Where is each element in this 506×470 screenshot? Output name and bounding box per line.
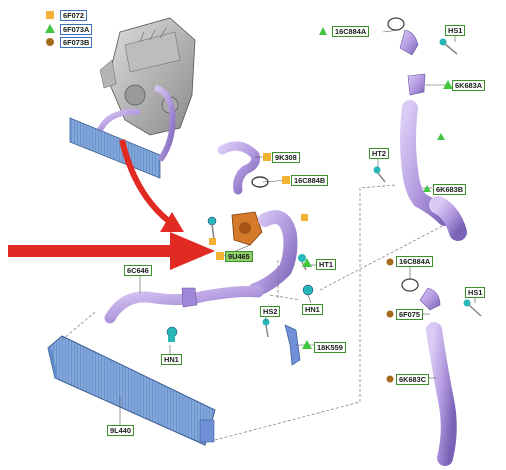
hose-9k308 bbox=[217, 141, 260, 195]
label-hs1-top: HS1 bbox=[445, 25, 466, 36]
label-9k308: 9K308 bbox=[272, 152, 300, 163]
marker-square-icon bbox=[263, 153, 271, 161]
bolt-left bbox=[207, 216, 217, 241]
label-6k683b: 6K683B bbox=[433, 184, 467, 195]
marker-square-icon bbox=[216, 252, 224, 260]
label-9l440: 9L440 bbox=[107, 425, 134, 436]
label-6k683a: 6K683A bbox=[452, 80, 486, 91]
big-red-arrow bbox=[8, 232, 215, 270]
legend-marker-square-icon bbox=[46, 11, 54, 19]
label-6k683c: 6K683C bbox=[396, 374, 430, 385]
right-lower-assembly bbox=[401, 278, 482, 466]
label-6c646: 6C646 bbox=[124, 265, 152, 276]
legend-marker-triangle-icon bbox=[45, 24, 55, 33]
label-16c884b: 16C884B bbox=[291, 175, 329, 186]
bracket-18k559 bbox=[284, 324, 301, 366]
small-intercooler-illustration bbox=[69, 85, 176, 179]
marker-triangle-icon bbox=[302, 258, 312, 267]
part-9u465 bbox=[231, 211, 263, 246]
clamp-16c884b bbox=[251, 176, 269, 188]
label-ht1: HT1 bbox=[316, 259, 336, 270]
label-18k559: 18K559 bbox=[314, 342, 346, 353]
marker-triangle-icon bbox=[443, 80, 453, 89]
legend-marker-dot-icon bbox=[46, 38, 54, 46]
legend-item-6f073a: 6F073A bbox=[60, 24, 93, 35]
hose-6c646 bbox=[104, 286, 264, 324]
label-hn1-left: HN1 bbox=[161, 354, 182, 365]
right-upper-assembly bbox=[359, 17, 467, 250]
clip-hn1-left bbox=[166, 326, 178, 342]
legend-item-6f073b: 6F073B bbox=[60, 37, 93, 48]
label-hs1-low: HS1 bbox=[465, 287, 486, 298]
intercooler-9l440 bbox=[47, 335, 216, 446]
label-16c884a-low: 16C884A bbox=[396, 256, 434, 267]
label-ht2: HT2 bbox=[369, 148, 389, 159]
curved-red-arrowhead bbox=[160, 212, 184, 232]
central-pipe bbox=[248, 210, 298, 297]
inline-markers bbox=[209, 27, 445, 383]
label-16c884a-top: 16C884A bbox=[332, 26, 370, 37]
curved-red-arrow bbox=[119, 139, 172, 225]
hose-coupler bbox=[181, 287, 198, 308]
assembly-dashed-lines bbox=[61, 221, 451, 441]
label-9u465: 9U465 bbox=[225, 251, 253, 262]
marker-triangle-icon bbox=[302, 340, 312, 349]
marker-square-icon bbox=[282, 176, 290, 184]
label-hs2: HS2 bbox=[260, 306, 281, 317]
legend-item-6f072: 6F072 bbox=[60, 10, 87, 21]
label-6f075: 6F075 bbox=[396, 309, 423, 320]
label-hn1-right: HN1 bbox=[302, 304, 323, 315]
grommet-hn1-right bbox=[302, 284, 314, 296]
